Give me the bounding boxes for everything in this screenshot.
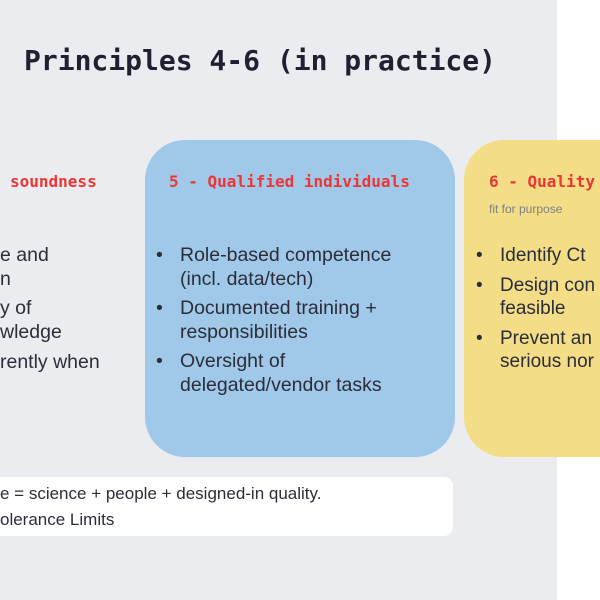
note-line: olerance Limits [0, 510, 115, 529]
bullet-list: •Role-based competence(incl. data/tech) … [154, 244, 391, 403]
principle-5-card: 5 - Qualified individuals •Role-based co… [145, 140, 455, 457]
left-card-text: rently when [0, 351, 100, 373]
card-header: 5 - Qualified individuals [169, 172, 410, 191]
principle-6-card: 6 - Quality fit for purpose •Identify Ct… [464, 140, 600, 457]
bullet-icon: • [476, 274, 483, 296]
card-subtitle: fit for purpose [489, 202, 563, 216]
left-card-text: e and [0, 244, 49, 266]
bullet-item: •Identify Ct [476, 245, 586, 266]
bullet-icon: • [476, 245, 483, 266]
left-card-text: n [0, 268, 11, 290]
bullet-item: •Role-based competence(incl. data/tech) [156, 244, 392, 290]
left-card-text: y of [0, 297, 32, 319]
left-card-header: soundness [10, 172, 97, 191]
bullet-icon: • [156, 244, 163, 266]
summary-note: e = science + people + designed-in quali… [0, 477, 453, 536]
bullet-item: •Documented training +responsibilities [156, 297, 377, 343]
bullet-icon: • [156, 350, 163, 372]
bullet-icon: • [156, 297, 163, 319]
slide-title: Principles 4-6 (in practice) [24, 44, 497, 77]
bullet-icon: • [476, 327, 483, 349]
left-card-text: wledge [0, 321, 62, 343]
card-header: 6 - Quality [489, 172, 595, 191]
note-line: e = science + people + designed-in quali… [0, 484, 322, 503]
